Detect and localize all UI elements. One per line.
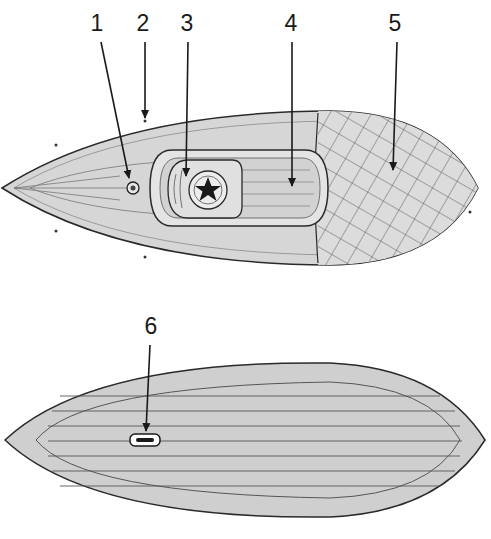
callout-number: 3 bbox=[181, 12, 194, 35]
leader-lines bbox=[101, 42, 397, 431]
top-hull bbox=[2, 100, 488, 280]
callout-number: 2 bbox=[137, 12, 150, 35]
callout-number: 6 bbox=[145, 315, 158, 338]
bottom-hull bbox=[5, 363, 485, 517]
callout-number: 1 bbox=[91, 12, 104, 35]
callout-number: 5 bbox=[389, 12, 402, 35]
callout-number: 4 bbox=[285, 12, 298, 35]
